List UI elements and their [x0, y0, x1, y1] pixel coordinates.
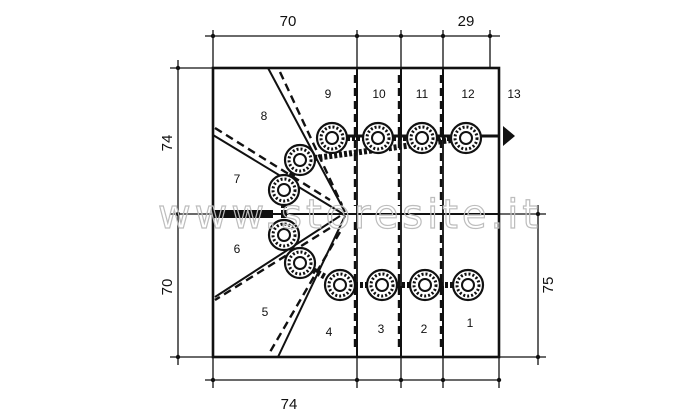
spindle-ring	[405, 121, 439, 155]
watermark-text: www.storesite.it	[158, 192, 542, 238]
step-number-3: 3	[378, 322, 385, 336]
dimension-left-top: 74	[159, 135, 176, 152]
spindle-ring	[449, 121, 483, 155]
spindle-ring	[323, 268, 357, 302]
step-number-4: 4	[326, 325, 333, 339]
spindle-ring	[267, 173, 301, 207]
dimension-ticks	[175, 33, 541, 383]
step-number-9: 9	[325, 87, 332, 101]
dimension-top-right: 29	[458, 13, 475, 30]
step-number-2: 2	[421, 322, 428, 336]
step-number-11: 11	[416, 87, 429, 101]
step-number-8: 8	[261, 109, 268, 123]
step-number-13: 13	[507, 87, 521, 101]
dimension-left-bottom: 70	[159, 279, 176, 296]
spindle-ring	[315, 121, 349, 155]
step-number-12: 12	[461, 87, 475, 101]
dimension-top-left: 70	[280, 13, 297, 30]
step-number-7: 7	[234, 172, 241, 186]
spindle-ring	[408, 268, 442, 302]
step-number-1: 1	[467, 316, 474, 330]
ring-connector	[299, 135, 467, 163]
spindle-ring	[451, 268, 485, 302]
dimension-bottom: 74	[281, 396, 298, 413]
spindle-ring	[365, 268, 399, 302]
stair-outline	[211, 66, 501, 359]
spindle-ring	[361, 121, 395, 155]
dimension-right: 75	[540, 277, 557, 294]
step-number-10: 10	[372, 87, 386, 101]
spindle-ring	[283, 246, 317, 280]
spindle-ring	[283, 143, 317, 177]
step-number-6: 6	[234, 242, 241, 256]
spindle-rings	[267, 121, 485, 302]
step-number-5: 5	[262, 305, 269, 319]
spindle-ring	[267, 218, 301, 252]
